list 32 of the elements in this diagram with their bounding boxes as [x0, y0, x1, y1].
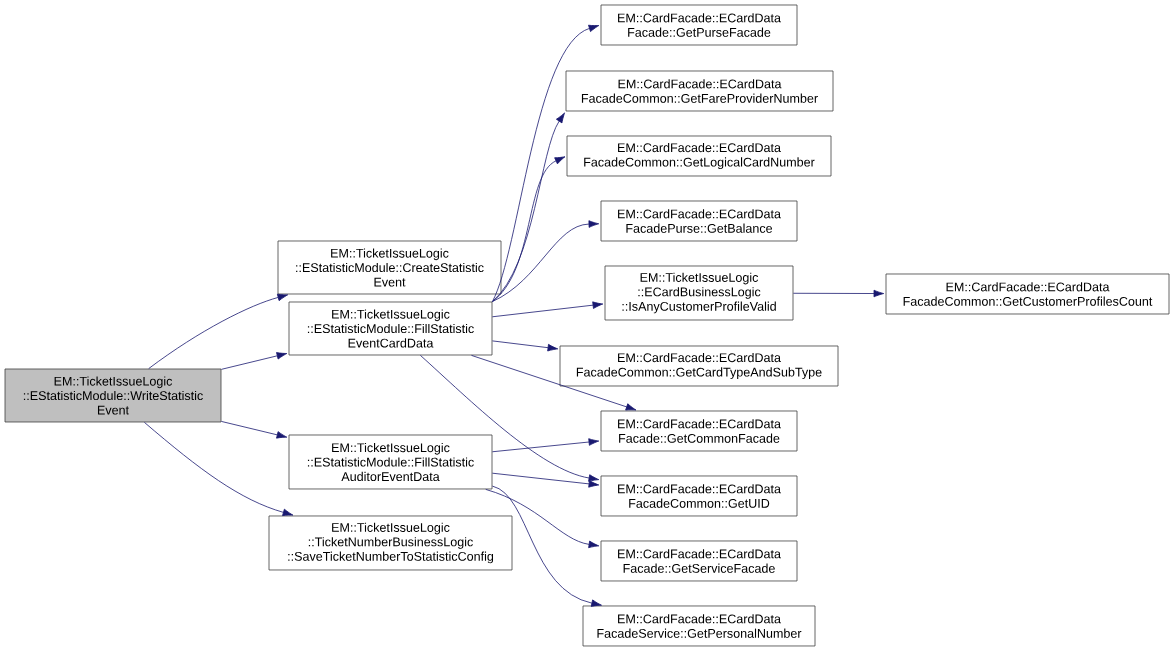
function-box: EM::TicketIssueLogic ::EStatisticModule::FillStatistic AuditorEventData: [288, 434, 493, 490]
arrow: [144, 422, 294, 516]
function-box: EM::CardFacade::ECardData Facade::GetServiceFacade: [600, 540, 798, 582]
function-box: EM::TicketIssueLogic ::TicketNumberBusinessLogic ::SaveTicketNumberToStatisticConfig: [268, 515, 513, 571]
arrow: [492, 301, 604, 318]
arrow: [420, 355, 600, 482]
function-box: EM::TicketIssueLogic ::ECardBusinessLogic ::IsAnyCustomerProfileValid: [604, 265, 794, 321]
function-box: EM::CardFacade::ECardData FacadeCommon::GetLogicalCardNumber: [566, 135, 832, 177]
function-box: EM::CardFacade::ECardData FacadeCommon::GetCardTypeAndSubType: [559, 345, 839, 387]
function-box: EM::CardFacade::ECardData FacadeCommon::GetUID: [600, 475, 798, 517]
arrow: [485, 489, 600, 549]
function-box: EM::CardFacade::ECardData Facade::GetPurseFacade: [600, 4, 798, 46]
arrow: [492, 485, 602, 607]
arrow: [148, 293, 289, 369]
arrow: [492, 472, 600, 488]
function-box: EM::CardFacade::ECardData Facade::GetCommonFacade: [600, 410, 798, 452]
arrow: [492, 220, 600, 302]
function-box: EM::TicketIssueLogic ::EStatisticModule::FillStatistic EventCardData: [288, 301, 493, 356]
function-box: EM::CardFacade::ECardData FacadeCommon::GetCustomerProfilesCount: [885, 273, 1170, 315]
arrow: [471, 355, 637, 411]
arrow: [492, 156, 566, 302]
arrow: [221, 421, 288, 439]
arrow: [492, 24, 600, 302]
function-box: EM::CardFacade::ECardData FacadeService::GetPersonalNumber: [582, 605, 816, 647]
arrow: [492, 438, 600, 453]
arrow: [221, 352, 288, 370]
arrow: [492, 340, 559, 352]
arrow: [793, 289, 885, 298]
function-box: EM::CardFacade::ECardData FacadePurse::GetBalance: [600, 200, 798, 242]
function-box: EM::TicketIssueLogic ::EStatisticModule::WriteStatistic Event: [4, 368, 222, 423]
function-box: EM::TicketIssueLogic ::EStatisticModule::CreateStatistic Event: [277, 240, 502, 295]
function-box: EM::CardFacade::ECardData FacadeCommon::GetFareProviderNumber: [565, 70, 834, 112]
